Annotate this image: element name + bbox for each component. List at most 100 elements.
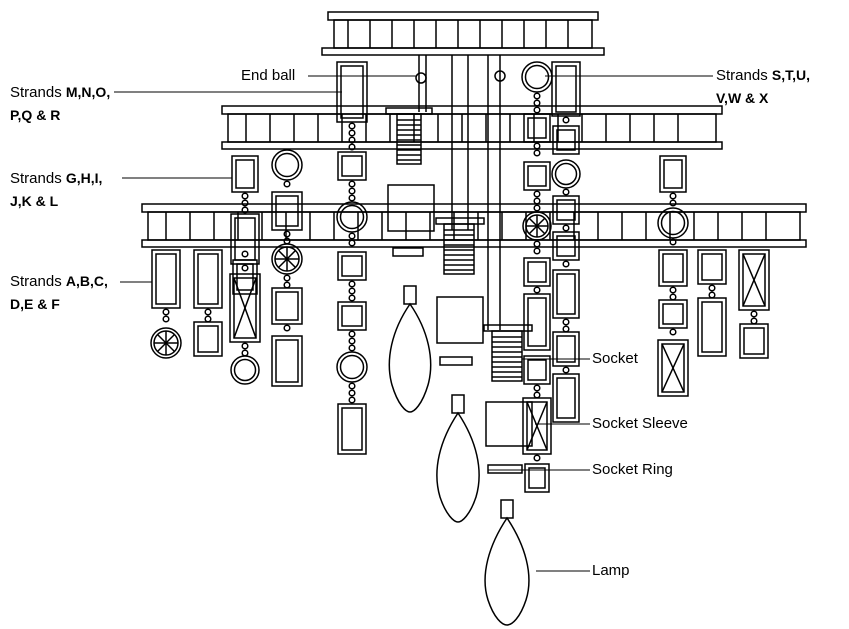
end-ball-label: End ball	[241, 67, 296, 84]
chain-link	[669, 328, 677, 336]
crystal-prism	[552, 331, 580, 367]
chain-link	[533, 240, 541, 255]
crystal-prism	[552, 269, 580, 319]
chain-link	[162, 308, 170, 323]
crystal-prism	[697, 297, 727, 357]
chain-link	[669, 192, 677, 207]
center-stems	[418, 55, 501, 330]
crystal-prism	[524, 463, 550, 493]
socket-sleeve-label: Socket Sleeve	[592, 415, 688, 432]
crystal-prism	[523, 161, 551, 191]
crystal-prism	[193, 321, 223, 357]
chain-link	[348, 280, 356, 302]
chain-link	[562, 366, 570, 374]
socket-sleeve-mid	[436, 296, 484, 344]
strands-mno-label: Strands M,N,O, P,Q & R	[10, 84, 111, 123]
crystal-prism	[151, 249, 181, 309]
lamp-mid	[436, 394, 480, 523]
leader-lines	[114, 75, 713, 572]
crystal-star	[150, 327, 182, 359]
crystal-ball	[336, 201, 368, 233]
crystal-ball	[271, 149, 303, 181]
socket-sleeve-low	[485, 401, 533, 447]
crystal-prism	[552, 373, 580, 423]
crystal-prism	[658, 299, 688, 329]
crystal-prism	[271, 287, 303, 325]
crystal-prism	[697, 249, 727, 285]
crystal-prism	[271, 191, 303, 231]
crystal-star	[271, 243, 303, 275]
lower-tier	[141, 203, 807, 248]
crystal-prism	[337, 403, 367, 455]
crystal-prism	[552, 231, 580, 261]
socket-sleeve-upper	[387, 184, 435, 232]
crystal-prism	[337, 301, 367, 331]
crystal-prism	[552, 195, 580, 225]
lamp-low	[484, 499, 530, 626]
chain-link	[348, 382, 356, 404]
strands-stu-label: Strands S,T,U, V,W & X	[716, 67, 810, 106]
strands-ghi-label: Strands G,H,I, J,K & L	[10, 170, 103, 209]
socket-assembly-mid	[435, 217, 485, 275]
chain-link	[241, 192, 249, 214]
chain-link	[562, 260, 570, 268]
crystal-prism	[232, 259, 258, 295]
socket-ring-low	[487, 464, 523, 474]
crystal-ball	[230, 355, 260, 385]
socket-assembly-low	[483, 324, 533, 382]
crystal-prism	[658, 249, 688, 287]
lamp-upper	[388, 285, 432, 413]
crystal-prism	[193, 249, 223, 309]
chain-link	[533, 190, 541, 212]
crystal-prism	[523, 113, 551, 143]
chain-link	[533, 454, 541, 462]
crystal-prism	[523, 293, 551, 351]
chain-link	[348, 232, 356, 247]
crystal-prism	[552, 125, 580, 155]
crystal-prism	[551, 61, 581, 117]
chain-link	[533, 142, 541, 157]
crystal-pendant	[657, 339, 689, 397]
strands-abc-label: Strands A,B,C, D,E & F	[10, 273, 108, 312]
crystal-pendant	[738, 249, 770, 311]
chain-link	[283, 180, 291, 188]
crystal-pendant	[522, 397, 552, 455]
crystal-prism	[271, 335, 303, 387]
socket-ring-mid	[439, 356, 473, 366]
middle-tier	[221, 105, 723, 150]
crystal-ball	[521, 61, 553, 93]
end-ball-right	[494, 70, 506, 82]
crystal-prism	[659, 155, 687, 193]
socket-label: Socket	[592, 350, 638, 367]
chain-link	[348, 330, 356, 352]
chain-link	[562, 188, 570, 196]
crystal-prism	[337, 251, 367, 281]
crystal-strands	[150, 61, 770, 493]
crystal-prism	[523, 257, 551, 287]
end-ball-left	[415, 72, 427, 84]
chain-link	[348, 122, 356, 151]
crystal-ball	[551, 159, 581, 189]
chain-link	[669, 238, 677, 246]
crystal-prism	[337, 151, 367, 181]
chain-link	[562, 224, 570, 232]
canopy	[321, 11, 605, 56]
crystal-prism	[231, 155, 259, 193]
crystal-star	[522, 211, 552, 241]
lamp-label: Lamp	[592, 562, 630, 579]
crystal-prism	[523, 355, 551, 385]
chain-link	[533, 286, 541, 294]
chain-link	[562, 116, 570, 124]
chain-link	[533, 92, 541, 114]
socket-ring-upper	[392, 247, 424, 257]
crystal-ball	[657, 207, 689, 239]
chain-link	[348, 180, 356, 202]
chain-link	[241, 250, 249, 258]
socket-assembly-top	[385, 107, 433, 165]
chain-link	[241, 264, 249, 272]
socket-ring-label: Socket Ring	[592, 461, 673, 478]
crystal-ball	[336, 351, 368, 383]
crystal-prism	[739, 323, 769, 359]
chain-link	[283, 324, 291, 332]
